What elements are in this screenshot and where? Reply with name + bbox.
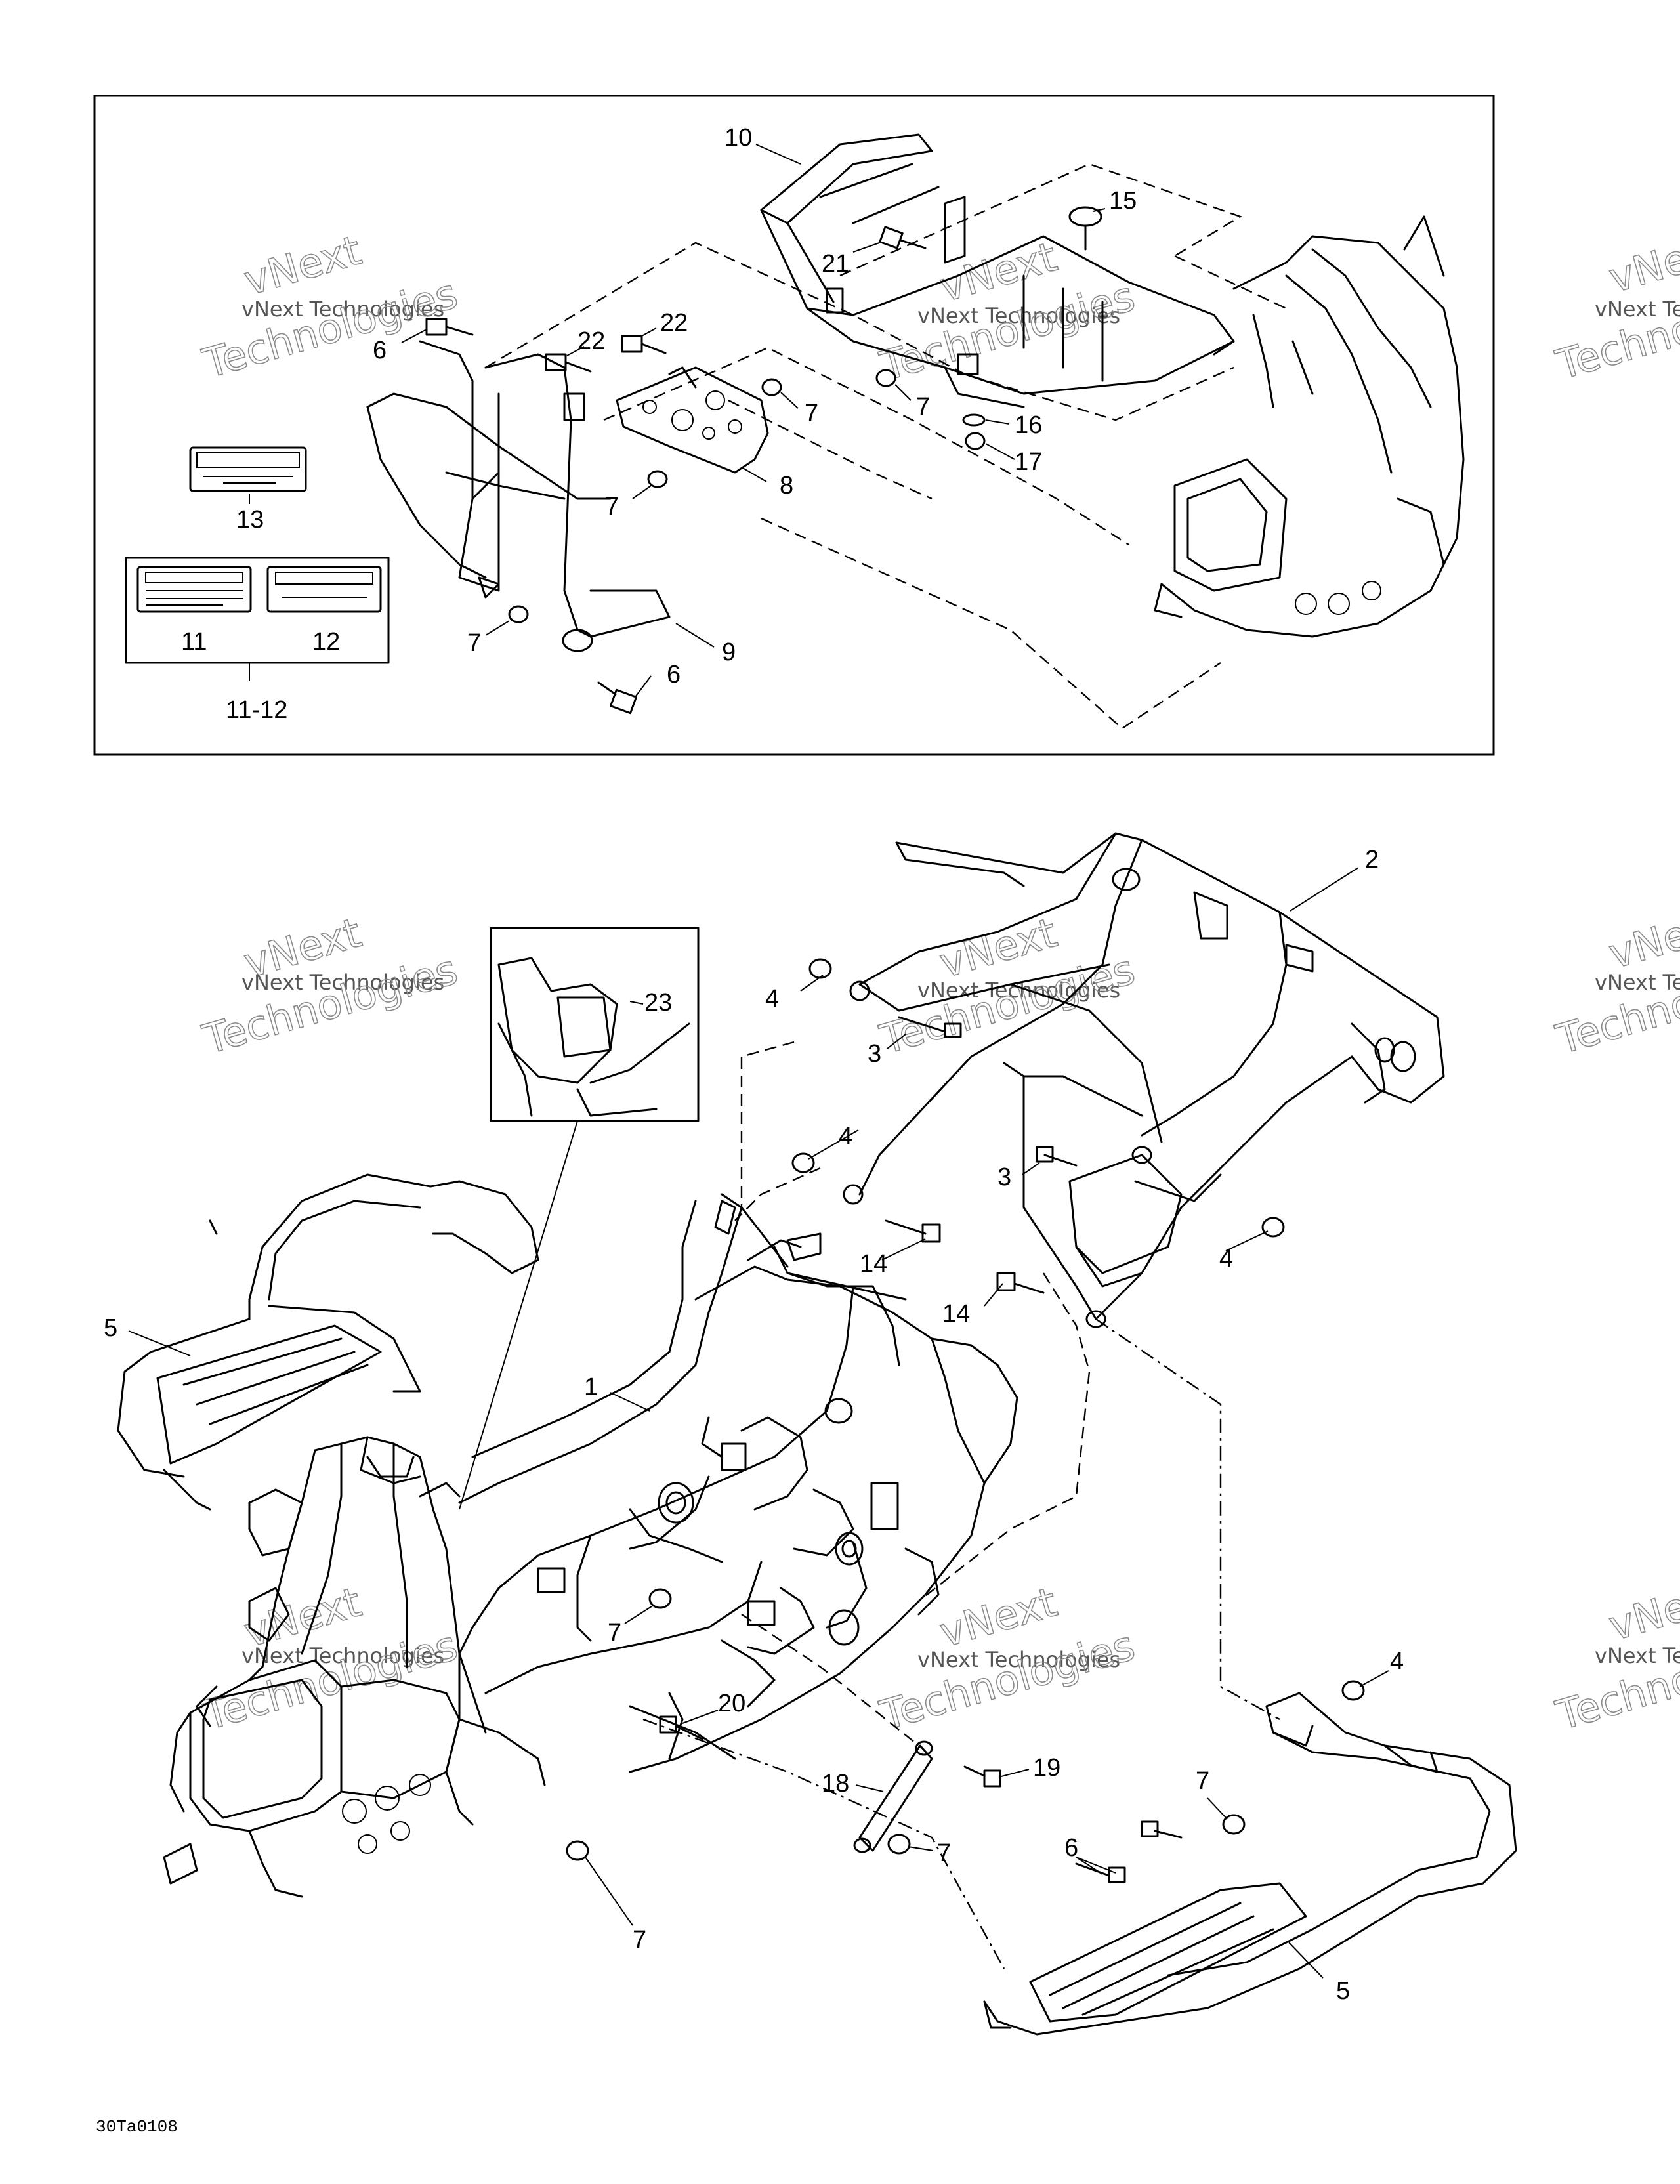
- callout-12: 12: [312, 628, 340, 656]
- watermark-top-left-label: vNext Technologies: [242, 297, 444, 322]
- watermark-low-right-label: vNext Technologies: [1595, 1643, 1680, 1668]
- watermark-mid-right-vnext: vNext: [1604, 899, 1680, 978]
- callout-5-right: 5: [1336, 1977, 1350, 2005]
- callout-14-right: 14: [942, 1300, 970, 1328]
- decals-11-12-group: DANGER WARNING: [125, 556, 390, 664]
- figure-code: 30Ta0108: [96, 2117, 178, 2137]
- upper-callouts: 10 15 21 22 22 6 7 7 7 7 8 16 17 13 11 1…: [181, 124, 1137, 724]
- callout-9: 9: [722, 639, 736, 666]
- callout-4-right: 4: [1219, 1245, 1233, 1272]
- callout-22-left: 22: [578, 327, 605, 355]
- callout-7-bracket: 7: [805, 400, 818, 427]
- callout-7-right: 7: [1196, 1767, 1209, 1795]
- callout-19: 19: [1033, 1754, 1060, 1782]
- callout-6-top: 6: [373, 337, 387, 364]
- callout-7-bottom: 7: [633, 1926, 646, 1954]
- callout-16: 16: [1015, 411, 1042, 439]
- decal-13-warning-text: WARNING: [217, 456, 255, 465]
- rear-rack-part-10: [760, 133, 1235, 408]
- inset-leader: [459, 1120, 578, 1510]
- watermark-low-center-label: vNext Technologies: [917, 1647, 1120, 1672]
- watermark-top-right-label: vNext Technologies: [1595, 297, 1680, 322]
- callout-3-top: 3: [868, 1040, 881, 1068]
- watermark-group: vNext vNext Technologies Technologies vN…: [197, 223, 1680, 1740]
- lower-callouts: 2 23 4 3 4 3 14 4 14 5 1 7 4 20 19 18 7 …: [104, 846, 1404, 2005]
- main-frame-part-1: [458, 1193, 1018, 1773]
- watermark-top-left-vnext: vNext: [239, 226, 366, 304]
- watermark-mid-left-label: vNext Technologies: [242, 970, 444, 995]
- callout-7-rack: 7: [916, 393, 930, 421]
- decal-12-warning-text: WARNING: [293, 574, 331, 583]
- callout-4-lower: 4: [1390, 1648, 1404, 1675]
- upper-hardware: [425, 206, 1102, 715]
- callout-7-frame: 7: [608, 1619, 621, 1647]
- watermark-low-left-label: vNext Technologies: [242, 1643, 444, 1668]
- lower-hardware: [566, 958, 1365, 1883]
- callout-18: 18: [822, 1770, 849, 1797]
- rear-subframe-part-2: [843, 832, 1445, 1328]
- callout-11-12: 11-12: [226, 696, 287, 724]
- lower-dashed-guides: [642, 1041, 1280, 1969]
- upper-panel-frame: [93, 94, 1495, 756]
- callout-17: 17: [1015, 448, 1042, 476]
- callout-5-left: 5: [104, 1314, 117, 1342]
- footrest-right-part-5: [983, 1692, 1517, 2036]
- upper-dashed-guides: [485, 163, 1287, 730]
- callout-20: 20: [718, 1690, 746, 1717]
- lower-leader-lines: [128, 867, 1389, 1979]
- watermark-top-left-tech: Technologies: [198, 269, 463, 387]
- decal-11-danger-text: DANGER: [163, 574, 196, 583]
- callout-2: 2: [1365, 846, 1379, 873]
- callout-10: 10: [724, 124, 752, 152]
- callout-3-mid: 3: [998, 1164, 1011, 1191]
- callout-4-top: 4: [765, 985, 779, 1013]
- callout-23: 23: [644, 989, 672, 1017]
- callout-22-right: 22: [660, 309, 688, 337]
- callout-7-bumper: 7: [467, 629, 481, 657]
- callout-15: 15: [1109, 187, 1137, 215]
- watermark-top-center-label: vNext Technologies: [917, 303, 1120, 328]
- callout-7-rod: 7: [937, 1839, 951, 1867]
- main-frame-front-section: [163, 1436, 546, 1898]
- callout-21: 21: [822, 250, 849, 278]
- upper-frame-front-section: [1154, 215, 1465, 638]
- watermark-low-left-tech: Technologies: [198, 1621, 463, 1739]
- inset-part-23: [490, 927, 700, 1122]
- callout-6-lower: 6: [1064, 1834, 1078, 1862]
- watermark-mid-right-label: vNext Technologies: [1595, 970, 1680, 995]
- callout-6-bottom: 6: [667, 661, 681, 688]
- link-rod-part-18: [853, 1740, 933, 1853]
- watermark-top-right-vnext: vNext: [1604, 223, 1680, 302]
- front-bumper-part-9: [366, 340, 671, 652]
- watermark-low-right-vnext: vNext: [1604, 1571, 1680, 1650]
- callout-4-mid: 4: [839, 1123, 852, 1150]
- callout-11: 11: [181, 628, 207, 656]
- callout-13: 13: [236, 506, 264, 534]
- bracket-part-8: [616, 366, 769, 474]
- callout-1: 1: [584, 1374, 598, 1401]
- upper-leader-lines: [249, 144, 1106, 698]
- decal-13: WARNING: [189, 446, 307, 492]
- callout-7-center: 7: [605, 493, 619, 520]
- callout-14-left: 14: [860, 1250, 887, 1278]
- callout-8: 8: [780, 472, 793, 499]
